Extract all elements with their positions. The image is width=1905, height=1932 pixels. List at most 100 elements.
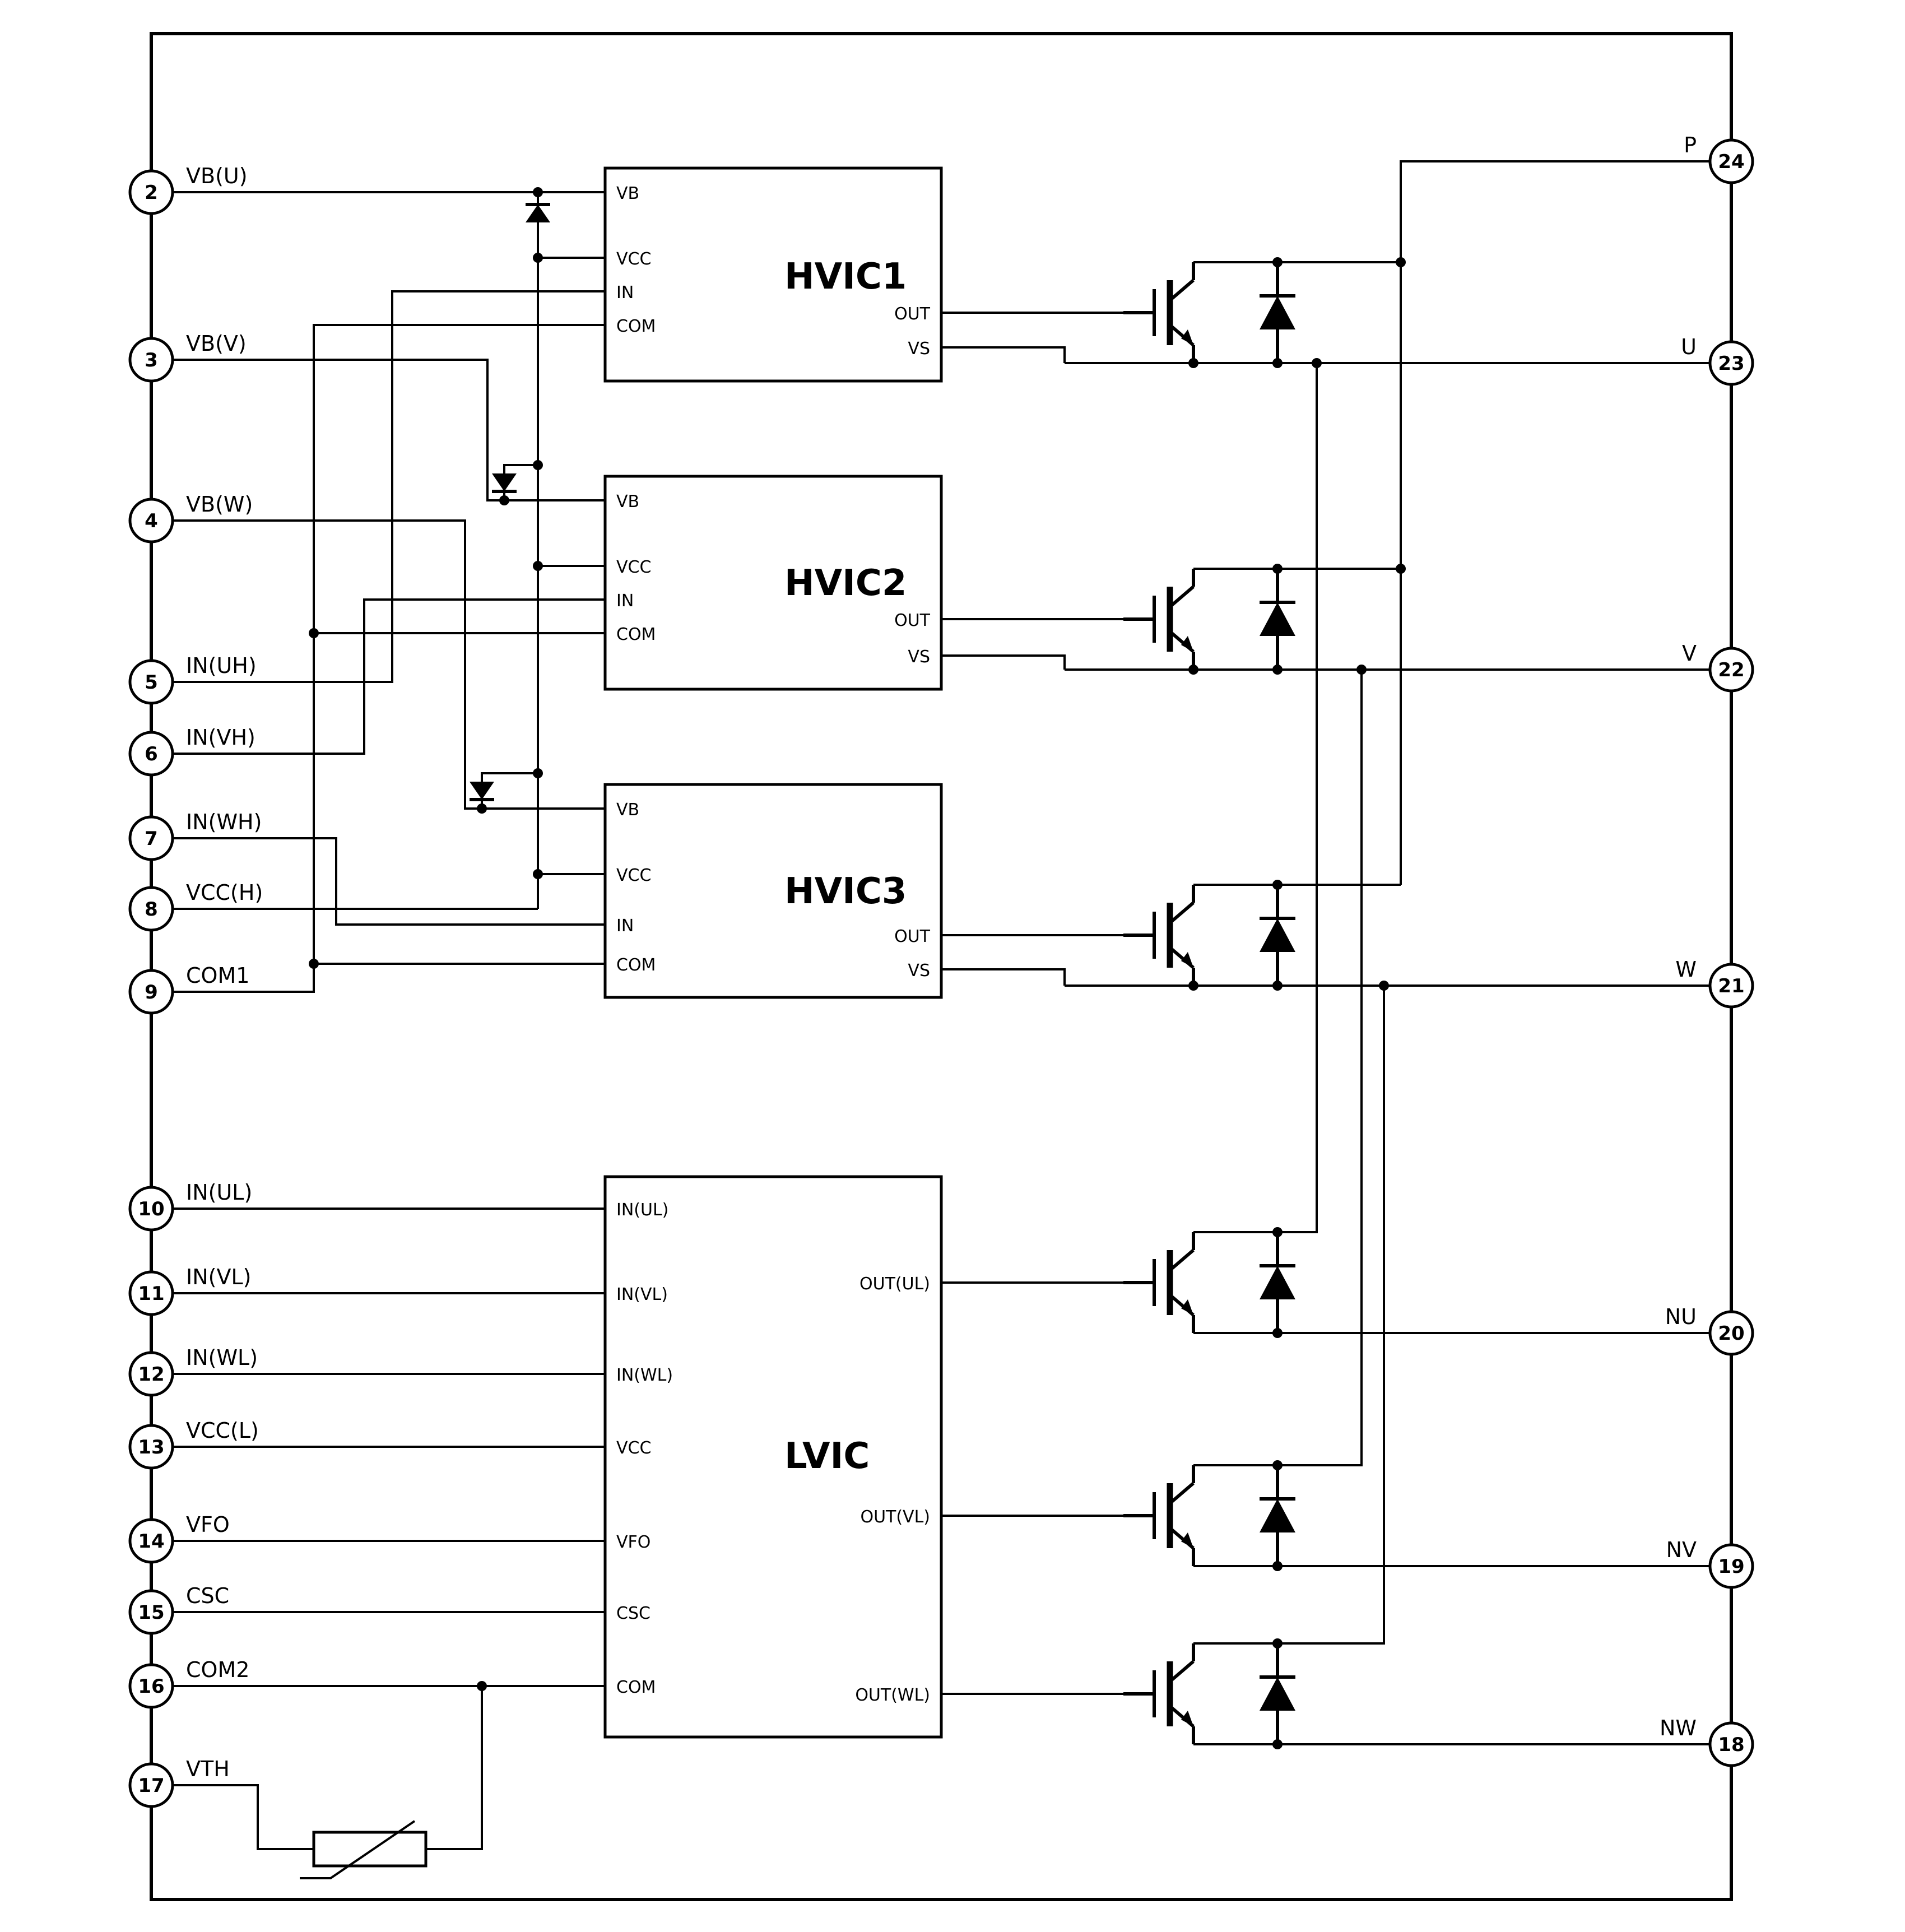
pin-left-2: 2 bbox=[128, 169, 174, 215]
pin-label: P bbox=[1684, 133, 1697, 157]
hvic3-body bbox=[603, 783, 943, 999]
thermistor-stroke bbox=[300, 1820, 416, 1879]
pin-label: VB(V) bbox=[186, 331, 247, 356]
lvic-block: LVIC IN(UL) IN(VL) IN(WL) VCC VFO CSC CO… bbox=[603, 1175, 943, 1739]
pin-left-14: 14 bbox=[128, 1518, 174, 1564]
pin-label: COM2 bbox=[186, 1657, 249, 1682]
wire-vs-w bbox=[941, 968, 1066, 986]
pin-right-18: 18 bbox=[1708, 1721, 1754, 1767]
pin-label: IN(WL) bbox=[186, 1345, 258, 1370]
pin-left-11: 11 bbox=[128, 1270, 174, 1316]
pin-number: 21 bbox=[1718, 975, 1744, 997]
pin-number: 20 bbox=[1718, 1322, 1744, 1345]
pin-left-6: 6 bbox=[128, 731, 174, 777]
pin-number: 7 bbox=[145, 828, 158, 850]
pin-right-22: 22 bbox=[1708, 647, 1754, 693]
port-label: VCC bbox=[616, 1438, 651, 1458]
pin-number: 12 bbox=[138, 1363, 164, 1386]
port-label: IN(WL) bbox=[616, 1366, 673, 1385]
wire bbox=[1193, 363, 1318, 1233]
pin-label: IN(UL) bbox=[186, 1180, 252, 1205]
pin-label: VCC(H) bbox=[186, 880, 263, 905]
pin-label: NW bbox=[1660, 1716, 1697, 1740]
port-label: CSC bbox=[616, 1604, 651, 1623]
port-label: COM bbox=[616, 955, 656, 975]
pin-number: 17 bbox=[138, 1775, 164, 1797]
port-label: OUT(WL) bbox=[855, 1685, 930, 1705]
pin-number: 16 bbox=[138, 1675, 164, 1698]
pin-label: V bbox=[1682, 641, 1697, 666]
hvic2-block: HVIC2 VB VCC IN COM OUT VS bbox=[603, 475, 943, 691]
pin-left-16: 16 bbox=[128, 1663, 174, 1709]
port-label: VB bbox=[616, 184, 639, 203]
hvic2-body bbox=[603, 475, 943, 691]
pin-label: VB(U) bbox=[186, 164, 248, 188]
pin-number: 18 bbox=[1718, 1734, 1744, 1756]
hvic1-block: HVIC1 VB VCC IN COM OUT VS bbox=[603, 166, 943, 383]
pin-number: 19 bbox=[1718, 1555, 1744, 1578]
pin-number: 5 bbox=[145, 671, 158, 694]
pin-number: 14 bbox=[138, 1530, 164, 1553]
port-label: VCC bbox=[616, 249, 651, 269]
port-label: IN bbox=[616, 591, 634, 611]
wire-vs-v bbox=[941, 654, 1066, 670]
pin-label: VTH bbox=[186, 1757, 230, 1781]
pin-number: 3 bbox=[145, 349, 158, 371]
pin-left-15: 15 bbox=[128, 1589, 174, 1635]
port-label: IN bbox=[616, 916, 634, 936]
pin-left-9: 9 bbox=[128, 969, 174, 1015]
thermistor bbox=[300, 1820, 428, 1879]
port-label: VCC bbox=[616, 866, 651, 885]
pin-label: NV bbox=[1666, 1538, 1697, 1562]
wire-vs-u bbox=[941, 346, 1066, 363]
pin-number: 4 bbox=[145, 510, 158, 532]
wire-net bbox=[173, 160, 1710, 1850]
port-label: VB bbox=[616, 800, 639, 820]
pin-number: 9 bbox=[145, 981, 158, 1004]
hvic1-body bbox=[603, 166, 943, 383]
pin-label: IN(VL) bbox=[186, 1265, 251, 1289]
pin-right-24: 24 bbox=[1708, 138, 1754, 184]
pin-number: 13 bbox=[138, 1436, 164, 1459]
port-label: OUT(VL) bbox=[860, 1507, 930, 1527]
wire-vth bbox=[173, 1784, 314, 1850]
pin-right-20: 20 bbox=[1708, 1310, 1754, 1356]
pin-left-13: 13 bbox=[128, 1424, 174, 1470]
pin-label: CSC bbox=[186, 1583, 229, 1608]
pin-label: VB(W) bbox=[186, 492, 253, 517]
pin-label: NU bbox=[1665, 1304, 1697, 1329]
wire-p-bus bbox=[1400, 160, 1710, 885]
pin-label: IN(UH) bbox=[186, 653, 257, 678]
wire bbox=[173, 359, 605, 501]
wire-com-rail bbox=[173, 324, 605, 993]
pin-number: 2 bbox=[145, 182, 158, 204]
pin-right-19: 19 bbox=[1708, 1543, 1754, 1589]
pin-number: 6 bbox=[145, 743, 158, 765]
block-name: HVIC3 bbox=[784, 871, 907, 912]
port-label: VS bbox=[908, 647, 930, 667]
port-label: VB bbox=[616, 492, 639, 512]
lvic-body bbox=[603, 1175, 943, 1739]
pin-label: COM1 bbox=[186, 963, 249, 988]
pin-number: 24 bbox=[1718, 151, 1744, 173]
port-label: VFO bbox=[616, 1532, 651, 1552]
block-name: HVIC2 bbox=[784, 563, 907, 604]
wire bbox=[173, 519, 605, 810]
wire bbox=[1193, 670, 1363, 1466]
junction-dots bbox=[309, 187, 1406, 1749]
port-label: OUT bbox=[894, 927, 931, 946]
pin-left-12: 12 bbox=[128, 1351, 174, 1397]
pin-left-17: 17 bbox=[128, 1762, 174, 1808]
pin-left-8: 8 bbox=[128, 886, 174, 932]
port-label: VS bbox=[908, 339, 930, 359]
wire bbox=[173, 837, 605, 926]
pin-number: 22 bbox=[1718, 659, 1744, 681]
port-label: OUT(UL) bbox=[859, 1274, 930, 1294]
pin-label: VFO bbox=[186, 1512, 230, 1537]
port-label: VCC bbox=[616, 558, 651, 577]
pin-left-7: 7 bbox=[128, 815, 174, 861]
pin-left-5: 5 bbox=[128, 659, 174, 705]
